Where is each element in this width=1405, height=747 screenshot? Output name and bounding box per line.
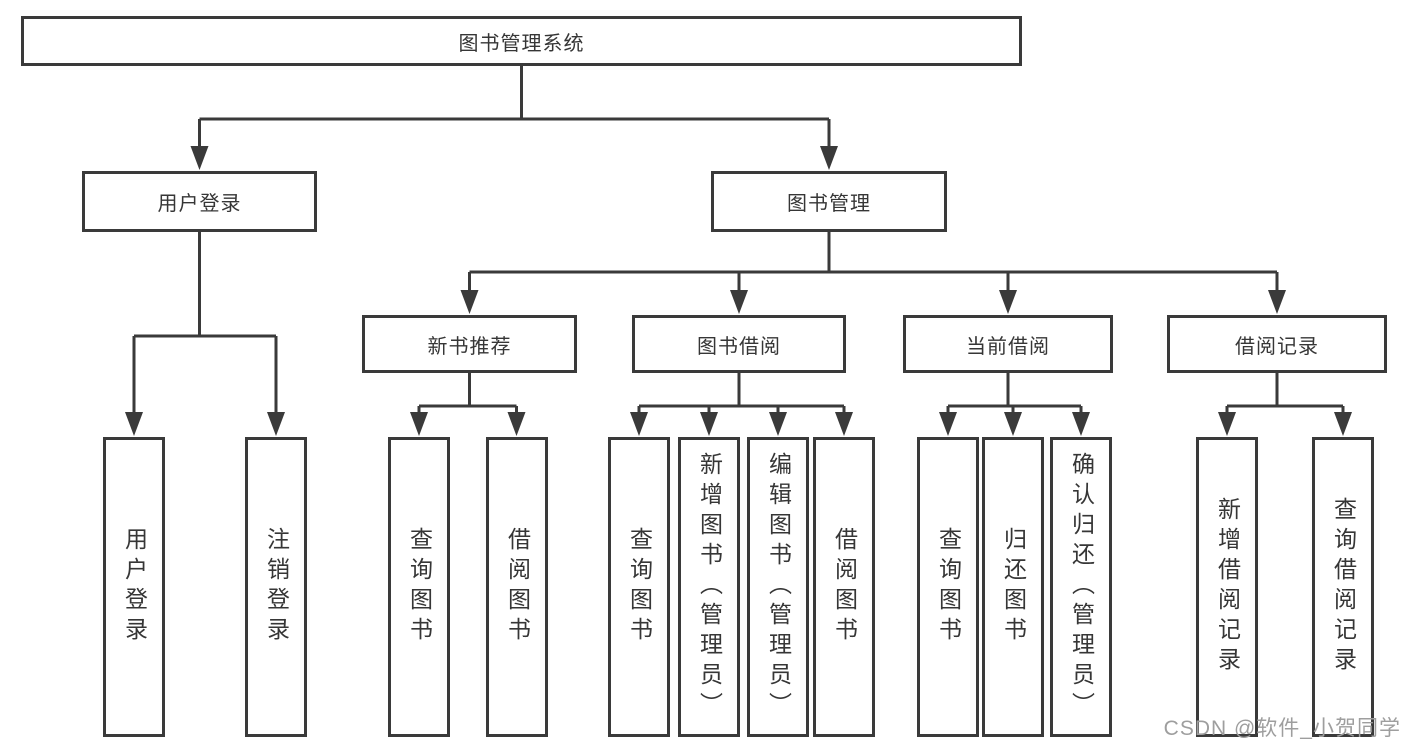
node-label: 编辑图书（管理员） xyxy=(765,452,792,722)
node-book-management-branch: 图书管理 xyxy=(711,171,947,232)
arrow-icon xyxy=(939,412,957,436)
arrow-icon xyxy=(1004,412,1022,436)
arrow-icon xyxy=(769,412,787,436)
leaf-query-books-3: 查询图书 xyxy=(917,437,979,737)
leaf-query-books-2: 查询图书 xyxy=(608,437,670,737)
connector-current-to-leaves xyxy=(946,373,1083,414)
arrowheads xyxy=(125,146,1352,436)
node-label: 确认归还（管理员） xyxy=(1068,452,1095,722)
node-label: 借阅图书 xyxy=(831,527,858,647)
leaf-return-books: 归还图书 xyxy=(982,437,1044,737)
leaf-edit-books-admin: 编辑图书（管理员） xyxy=(747,437,809,737)
node-label: 借阅记录 xyxy=(1235,335,1319,358)
node-root-system: 图书管理系统 xyxy=(21,16,1022,66)
connector-record-to-leaves xyxy=(1225,373,1345,414)
connector-root-to-level2 xyxy=(198,66,831,150)
leaf-confirm-return-admin: 确认归还（管理员） xyxy=(1050,437,1112,737)
arrow-icon xyxy=(1218,412,1236,436)
node-label: 当前借阅 xyxy=(966,335,1050,358)
connector-mgmt-to-level3 xyxy=(468,232,1279,292)
arrow-icon xyxy=(267,412,285,436)
node-label: 新增借阅记录 xyxy=(1214,497,1241,677)
node-borrowing-records: 借阅记录 xyxy=(1167,315,1387,373)
arrow-icon xyxy=(700,412,718,436)
node-label: 注销登录 xyxy=(263,527,290,647)
node-label: 用户登录 xyxy=(121,527,148,647)
arrow-icon xyxy=(1072,412,1090,436)
node-label: 图书管理 xyxy=(787,193,871,215)
node-label: 查询图书 xyxy=(935,527,962,647)
leaf-logout: 注销登录 xyxy=(245,437,307,737)
node-label: 查询借阅记录 xyxy=(1330,497,1357,677)
arrow-icon xyxy=(630,412,648,436)
arrow-icon xyxy=(730,290,748,314)
node-label: 图书借阅 xyxy=(697,335,781,358)
leaf-user-login: 用户登录 xyxy=(103,437,165,737)
node-label: 图书管理系统 xyxy=(458,32,585,55)
leaf-add-books-admin: 新增图书（管理员） xyxy=(678,437,740,737)
arrow-icon xyxy=(460,290,479,314)
connector-login-to-leaves xyxy=(132,232,278,416)
csdn-watermark: CSDN @软件_小贺同学 xyxy=(1163,717,1401,740)
node-label: 归还图书 xyxy=(1000,527,1027,647)
node-label: 用户登录 xyxy=(157,193,242,215)
node-current-borrowing: 当前借阅 xyxy=(903,315,1113,373)
node-book-borrowing: 图书借阅 xyxy=(632,315,846,373)
leaf-query-borrow-record: 查询借阅记录 xyxy=(1312,437,1374,737)
arrow-icon xyxy=(190,146,209,170)
leaf-borrow-books-2: 借阅图书 xyxy=(813,437,875,737)
connector-borrow-to-leaves xyxy=(637,373,846,414)
node-label: 借阅图书 xyxy=(504,527,531,647)
connector-newbook-to-leaves xyxy=(417,373,518,414)
arrow-icon xyxy=(1268,290,1286,314)
node-label: 查询图书 xyxy=(626,527,653,647)
arrow-icon xyxy=(820,146,838,170)
node-user-login-branch: 用户登录 xyxy=(82,171,317,232)
arrow-icon xyxy=(507,412,526,436)
node-label: 新增图书（管理员） xyxy=(696,452,723,722)
arrow-icon xyxy=(410,412,428,436)
node-label: 新书推荐 xyxy=(427,335,512,358)
node-new-book-recommend: 新书推荐 xyxy=(362,315,577,373)
leaf-borrow-books-1: 借阅图书 xyxy=(486,437,548,737)
leaf-add-borrow-record: 新增借阅记录 xyxy=(1196,437,1258,737)
arrow-icon xyxy=(1334,412,1352,436)
node-label: 查询图书 xyxy=(406,527,433,647)
arrow-icon xyxy=(125,412,143,436)
arrow-icon xyxy=(835,412,853,436)
leaf-query-books-1: 查询图书 xyxy=(388,437,450,737)
arrow-icon xyxy=(999,290,1017,314)
